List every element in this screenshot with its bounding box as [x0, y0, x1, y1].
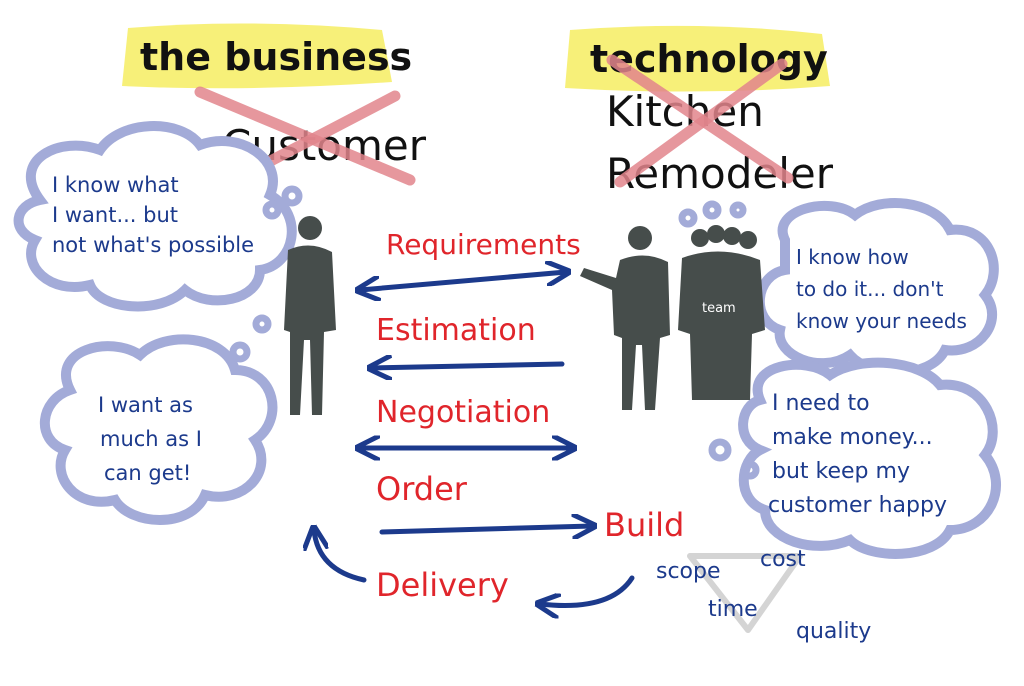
thought-bubble-dot — [729, 201, 747, 219]
delivery-label: Delivery — [376, 566, 509, 604]
thought-bubble-dot — [708, 438, 732, 462]
thought-line-2: to do it... don't — [796, 277, 944, 301]
scope-label: scope — [656, 559, 721, 584]
order-label: Order — [376, 470, 468, 508]
customer-cross-line-1 — [194, 86, 416, 186]
thought-bubble-dot — [740, 460, 760, 480]
build-to-delivery-arrow — [540, 575, 635, 606]
right-heading-group: technology — [565, 25, 830, 92]
thought-line-3: but keep my — [772, 459, 910, 484]
customer-body — [284, 245, 336, 415]
customer-thought-bottom: I want as much as I can get! — [39, 314, 278, 525]
thought-line-2: I want... but — [52, 203, 178, 227]
process-labels: Requirements Estimation Negotiation Orde… — [376, 228, 684, 604]
remodeler-figure — [580, 226, 670, 410]
team-head — [707, 225, 725, 243]
thought-line-2: make money... — [772, 425, 933, 450]
order-arrow — [379, 526, 592, 532]
team-head — [739, 231, 757, 249]
team-body — [678, 251, 765, 400]
estimation-label: Estimation — [376, 313, 536, 348]
triangle-outline — [687, 553, 803, 633]
thought-line-2: much as I — [100, 427, 202, 451]
team-group: team — [678, 225, 765, 400]
build-label: Build — [604, 506, 684, 544]
thought-line-1: I want as — [98, 393, 193, 417]
thought-line-1: I know what — [52, 173, 179, 197]
remodeler-thought-top: I know how to do it... don't know your n… — [678, 198, 999, 378]
thought-line-3: not what's possible — [52, 233, 254, 257]
thought-line-4: customer happy — [768, 493, 947, 518]
remodeler-crossed: Kitchen Remodeler — [606, 54, 834, 198]
requirements-arrow — [360, 272, 566, 290]
left-heading-group: the business — [122, 23, 412, 89]
thought-bubble-dot — [702, 200, 722, 220]
left-heading: the business — [140, 35, 412, 79]
remodeler-cross-line-2 — [614, 58, 788, 188]
quality-label: quality — [796, 619, 871, 644]
thought-bubble-dot — [229, 341, 251, 363]
process-arrows — [314, 272, 635, 606]
team-head — [691, 229, 709, 247]
remodeler-body — [580, 255, 670, 410]
thought-bubble-dot — [678, 208, 698, 228]
thought-line-1: I need to — [772, 391, 870, 416]
remodeler-head — [628, 226, 652, 250]
left-heading-highlight — [122, 23, 392, 89]
cloud-outline — [754, 198, 999, 378]
team-head — [723, 227, 741, 245]
cloud-outline — [13, 121, 297, 312]
thought-bubble-dot — [281, 185, 303, 207]
thought-line-1: I know how — [796, 245, 909, 269]
estimation-arrow — [372, 364, 565, 368]
project-triangle: scope cost time quality — [656, 547, 871, 644]
cloud-outline — [39, 334, 278, 525]
delivery-to-customer-arrow — [314, 530, 367, 583]
negotiation-label: Negotiation — [376, 395, 550, 430]
thought-line-3: can get! — [104, 461, 191, 485]
thought-bubble-dot — [252, 314, 272, 334]
cost-label: cost — [760, 547, 806, 572]
requirements-label: Requirements — [386, 228, 581, 261]
time-label: time — [708, 597, 758, 622]
cloud-outline — [738, 357, 1001, 559]
customer-head — [298, 216, 322, 240]
customer-figure — [284, 216, 336, 415]
team-label: team — [702, 301, 736, 316]
remodeler-label: Remodeler — [606, 149, 834, 198]
thought-line-3: know your needs — [796, 309, 967, 333]
remodeler-thought-bottom: I need to make money... but keep my cust… — [708, 357, 1001, 559]
customer-thought-top: I know what I want... but not what's pos… — [13, 121, 303, 312]
thought-bubble-dot — [262, 200, 282, 220]
